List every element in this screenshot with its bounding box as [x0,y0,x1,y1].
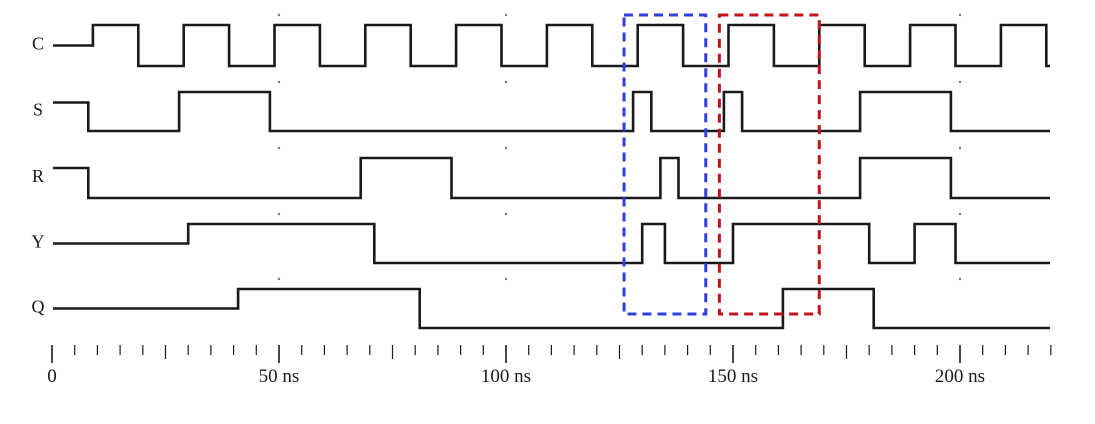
grid-dot [504,146,508,150]
grid-dot [958,80,962,84]
signal-label-c: C [32,34,44,54]
time-axis: 0 50 ns 100 ns 150 ns 200 ns [47,345,1052,387]
waveform-c [53,23,1050,68]
grid-dot [277,13,281,17]
grid-dot [277,277,281,281]
axis-tick-label: 50 ns [259,366,300,387]
signal-label-y: Y [32,232,45,252]
axis-tick-label: 200 ns [935,366,985,387]
axis-tick-label: 150 ns [708,366,758,387]
waveforms-group: C S R Y Q [32,13,1050,330]
grid-dot [277,80,281,84]
highlight-box-red [717,13,821,316]
highlight-box-blue [622,13,708,316]
grid-dot [958,146,962,150]
signal-label-r: R [32,166,44,186]
axis-tick-label: 100 ns [481,366,531,387]
axis-tick-label: 0 [47,366,57,387]
grid-dot [504,277,508,281]
waveform-s [53,90,1050,133]
grid-dot [277,146,281,150]
waveform-y [53,222,1050,265]
waveform-q [53,287,1050,330]
grid-dot [504,80,508,84]
signal-label-s: S [33,100,43,120]
grid-dot [277,212,281,216]
grid-dot [958,277,962,281]
grid-dot [504,13,508,17]
grid-dot [958,13,962,17]
highlight-boxes [622,13,821,316]
waveform-r [53,156,1050,200]
signal-label-q: Q [32,297,45,317]
grid-dot [958,212,962,216]
grid-dot [504,212,508,216]
